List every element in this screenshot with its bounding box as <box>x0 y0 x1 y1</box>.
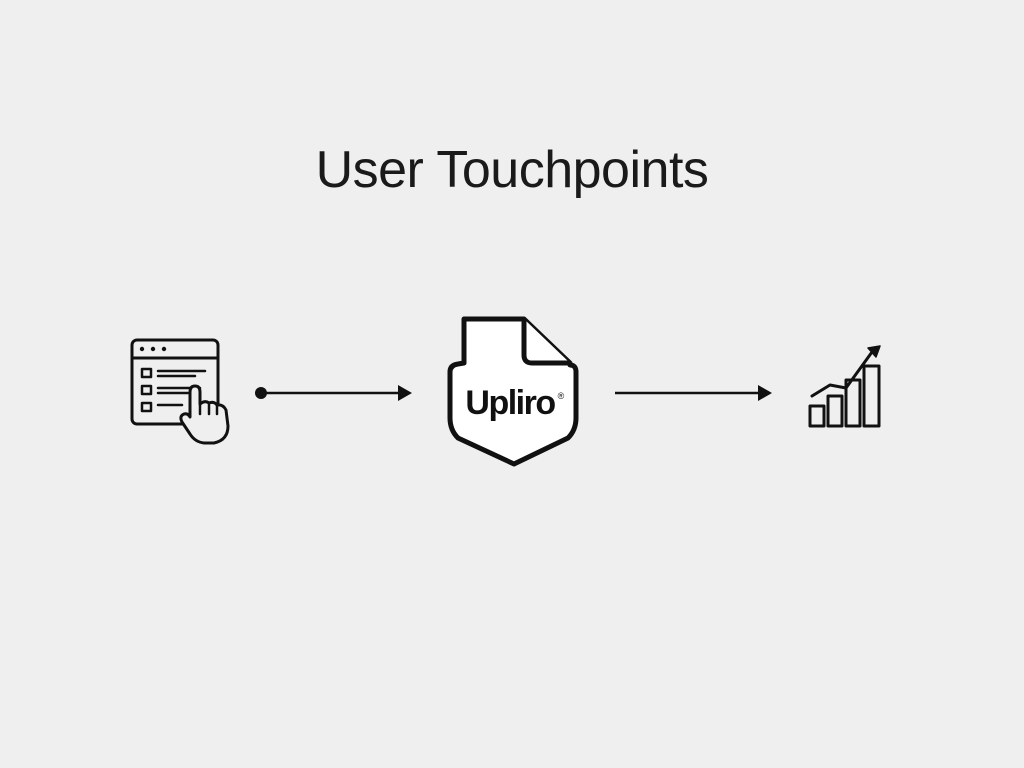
registered-mark: ® <box>558 391 565 401</box>
document-shield-logo-icon: Upliro ® <box>447 316 579 467</box>
connector-arrow-left <box>255 385 412 401</box>
browser-form-click-icon <box>130 338 230 445</box>
brand-logo-text: Upliro <box>465 384 555 422</box>
growth-bar-chart-icon <box>808 345 881 428</box>
diagram-title: User Touchpoints <box>315 141 709 199</box>
connector-arrow-right <box>615 385 772 401</box>
